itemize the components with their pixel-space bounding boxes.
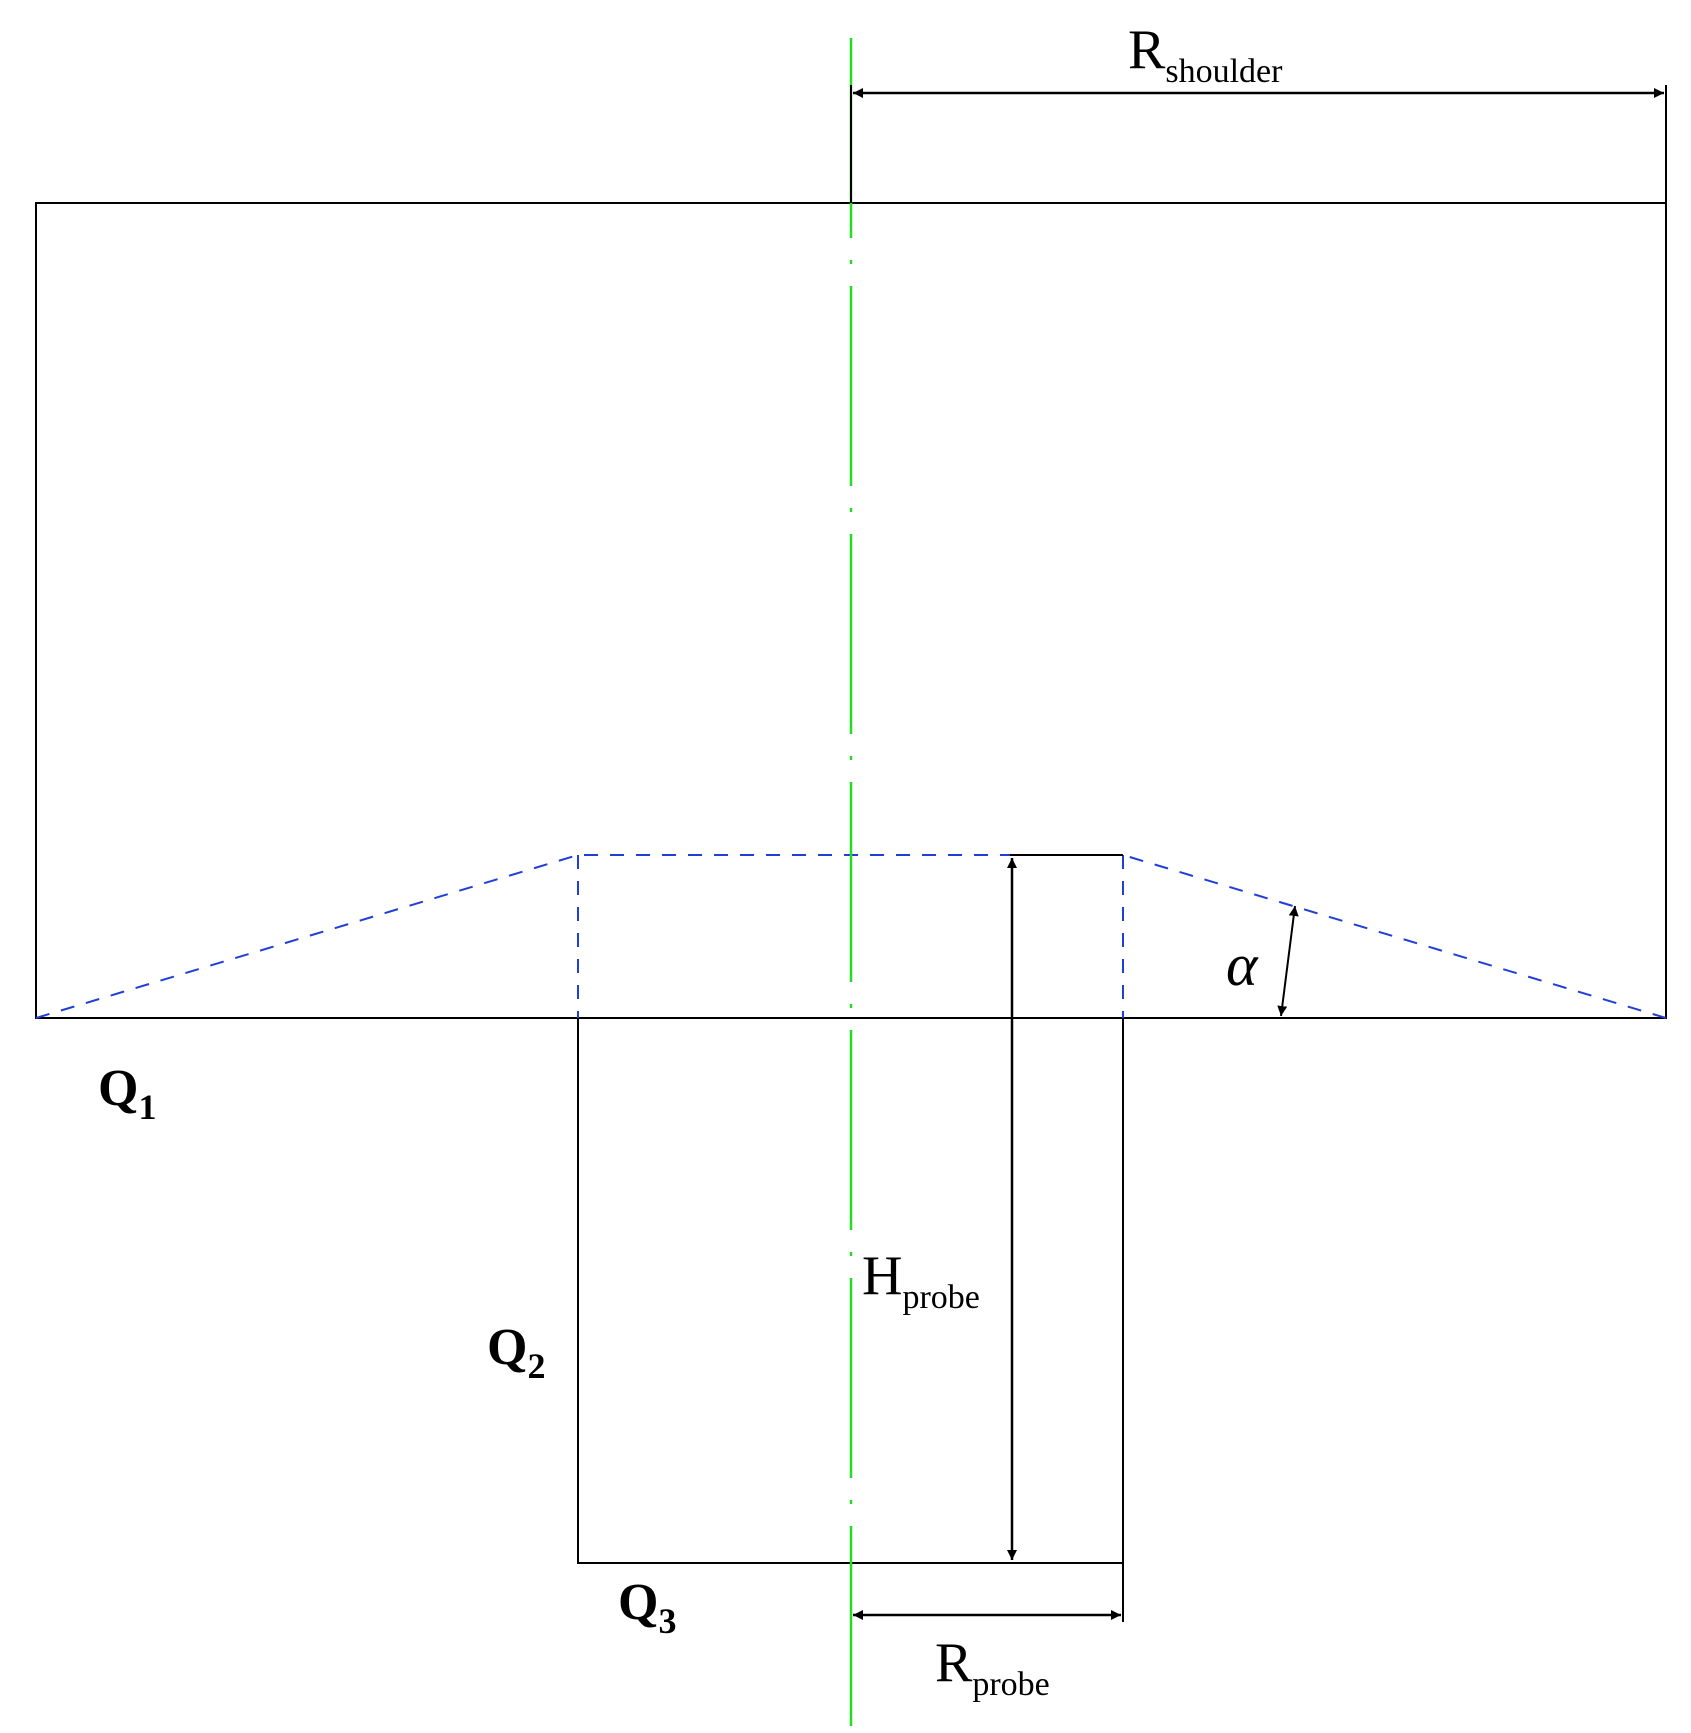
r-shoulder-label: Rshoulder — [1128, 19, 1283, 90]
r-probe-label: Rprobe — [935, 1632, 1050, 1703]
h-probe-label: Hprobe — [862, 1245, 980, 1316]
q2-label: Q2 — [487, 1319, 546, 1386]
alpha-angle-dimension-line — [1277, 905, 1299, 1017]
q3-label: Q3 — [618, 1574, 677, 1641]
alpha-angle-label: α — [1226, 932, 1258, 998]
q1-label: Q1 — [98, 1060, 157, 1127]
